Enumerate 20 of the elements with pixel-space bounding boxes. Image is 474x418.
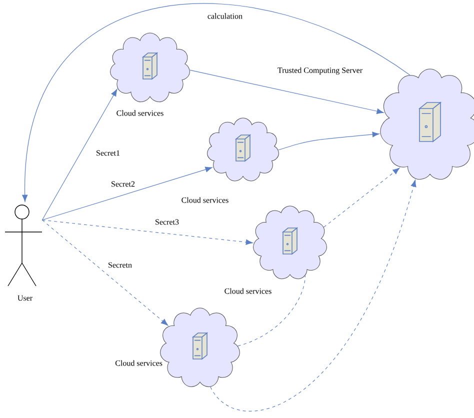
arrow — [42, 220, 253, 245]
edge-label: calculation — [206, 12, 244, 20]
edge-label: Secret2 — [110, 180, 136, 188]
arrow — [210, 180, 416, 412]
arrow — [278, 132, 380, 150]
arrow — [42, 166, 212, 220]
node-label: Trusted Computing Server — [278, 67, 362, 75]
edge-label: Secret1 — [95, 149, 121, 157]
edge-label: Secretn — [107, 261, 133, 269]
node-label: Cloud services — [115, 360, 162, 366]
arrow — [190, 70, 384, 114]
edge-label: Secret3 — [154, 218, 180, 226]
node-label: Cloud services — [116, 110, 164, 116]
node-label: Cloud services — [182, 197, 228, 203]
arrow — [42, 220, 168, 326]
arrow — [42, 89, 118, 220]
node-label: Cloud services — [224, 288, 272, 294]
node-label: User — [18, 295, 32, 301]
arrow — [323, 168, 400, 228]
arrow — [22, 3, 410, 202]
